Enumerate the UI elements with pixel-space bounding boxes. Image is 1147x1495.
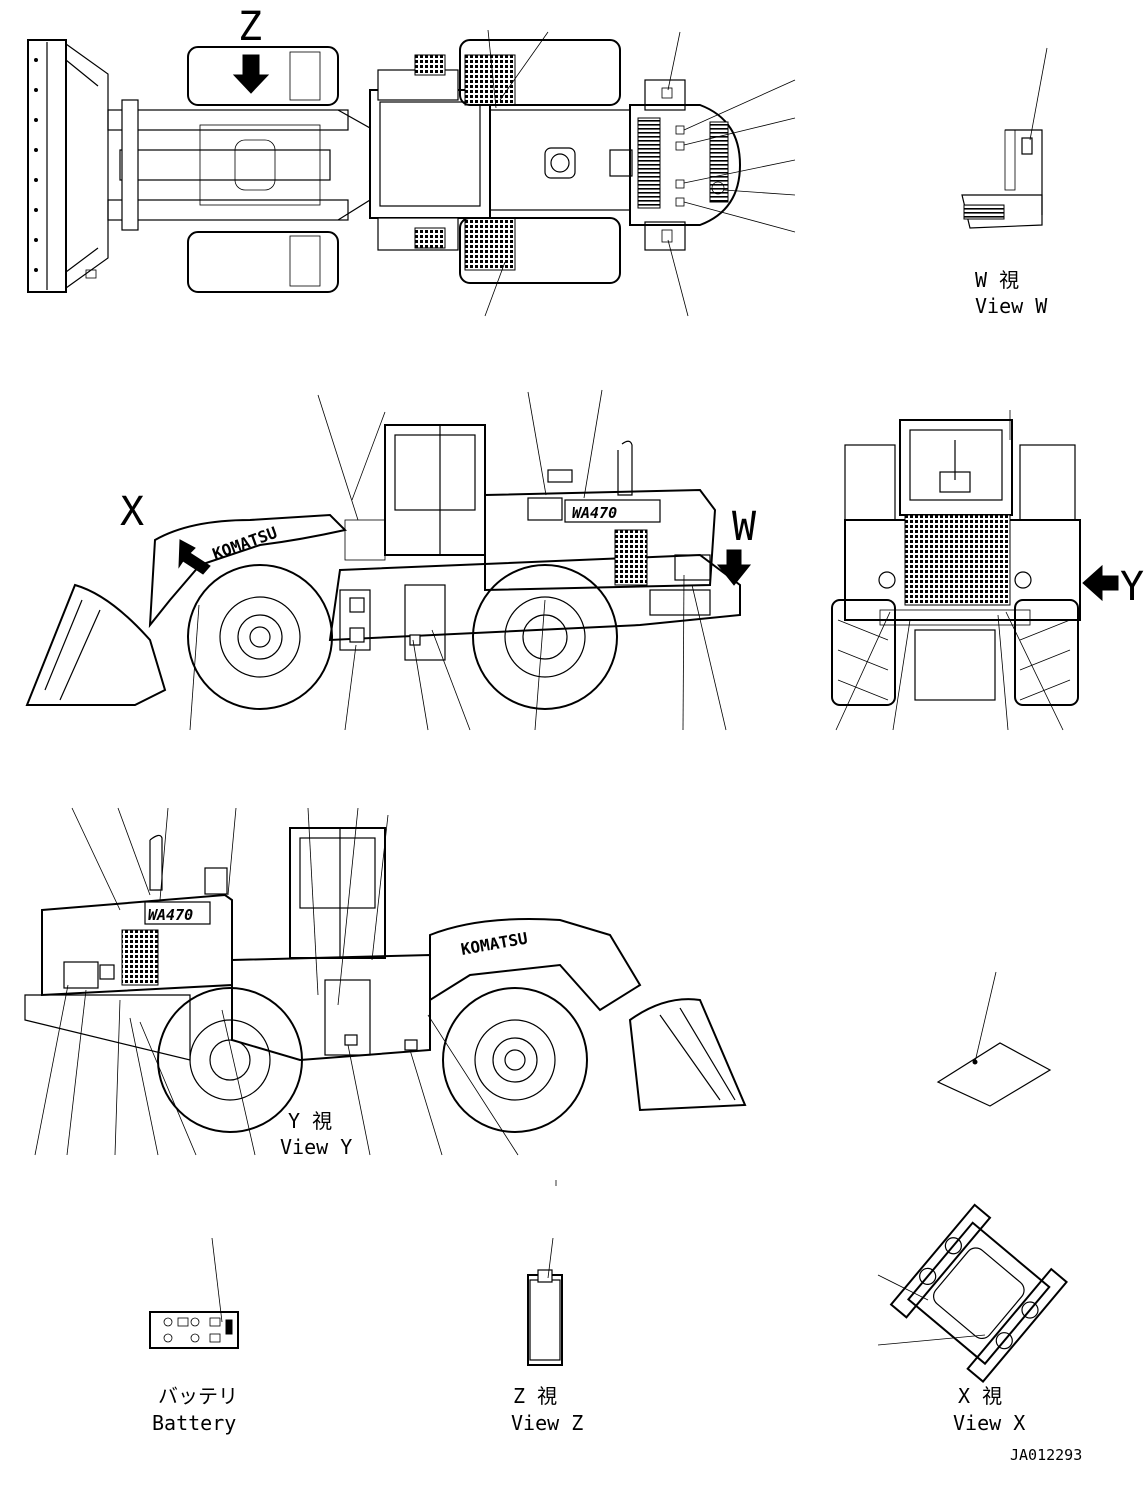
top-view: Z bbox=[27, 4, 796, 317]
side-view-right: WA470 KOMATSU bbox=[24, 807, 747, 1159]
letter-y: Y bbox=[1120, 564, 1144, 610]
plate-detail bbox=[936, 971, 1052, 1107]
leader-lines-side-left bbox=[189, 389, 727, 731]
view-z-label-jp: Z 視 bbox=[513, 1384, 557, 1408]
boom-brand-decal: KOMATSU bbox=[210, 523, 280, 564]
letter-x: X bbox=[120, 489, 144, 535]
document-number: JA012293 bbox=[1010, 1446, 1082, 1464]
letter-z: Z bbox=[238, 4, 262, 50]
view-y-label-en: View Y bbox=[280, 1135, 352, 1159]
view-z-detail: Z 視 View Z bbox=[511, 1180, 583, 1435]
battery-label-jp: バッテリ bbox=[158, 1384, 238, 1408]
view-x-label-jp: X 視 bbox=[958, 1384, 1002, 1408]
view-x-label-en: View X bbox=[953, 1411, 1025, 1435]
view-x-arrow bbox=[178, 539, 211, 575]
view-w-label-en: View W bbox=[975, 294, 1048, 318]
leader-lines-side-right bbox=[34, 807, 519, 1156]
view-w-detail: W 視 View W bbox=[961, 47, 1048, 318]
front-view: Y bbox=[831, 410, 1144, 731]
hood-model-decal: WA470 bbox=[572, 504, 617, 522]
view-y-arrow bbox=[1082, 564, 1119, 602]
battery-label-en: Battery bbox=[152, 1411, 236, 1435]
view-w-label-jp: W 視 bbox=[975, 268, 1019, 292]
side-view-left: KOMATSU WA470 bbox=[25, 389, 757, 731]
leader-lines-top bbox=[484, 29, 796, 317]
view-x-detail: X 視 View X bbox=[877, 1203, 1068, 1435]
battery-detail: バッテリ Battery bbox=[149, 1237, 239, 1435]
view-w-arrow bbox=[716, 549, 752, 586]
hood-model-decal-right: WA470 bbox=[148, 906, 193, 924]
tire-tread bbox=[837, 619, 1071, 701]
blade-rivets bbox=[34, 58, 38, 272]
leader-lines-front bbox=[835, 410, 1064, 731]
letter-w: W bbox=[732, 504, 757, 550]
view-z-label-en: View Z bbox=[511, 1411, 583, 1435]
boom-brand-decal-right: KOMATSU bbox=[459, 929, 529, 959]
view-z-arrow bbox=[232, 54, 270, 94]
view-y-label-jp: Y 視 bbox=[288, 1109, 332, 1133]
